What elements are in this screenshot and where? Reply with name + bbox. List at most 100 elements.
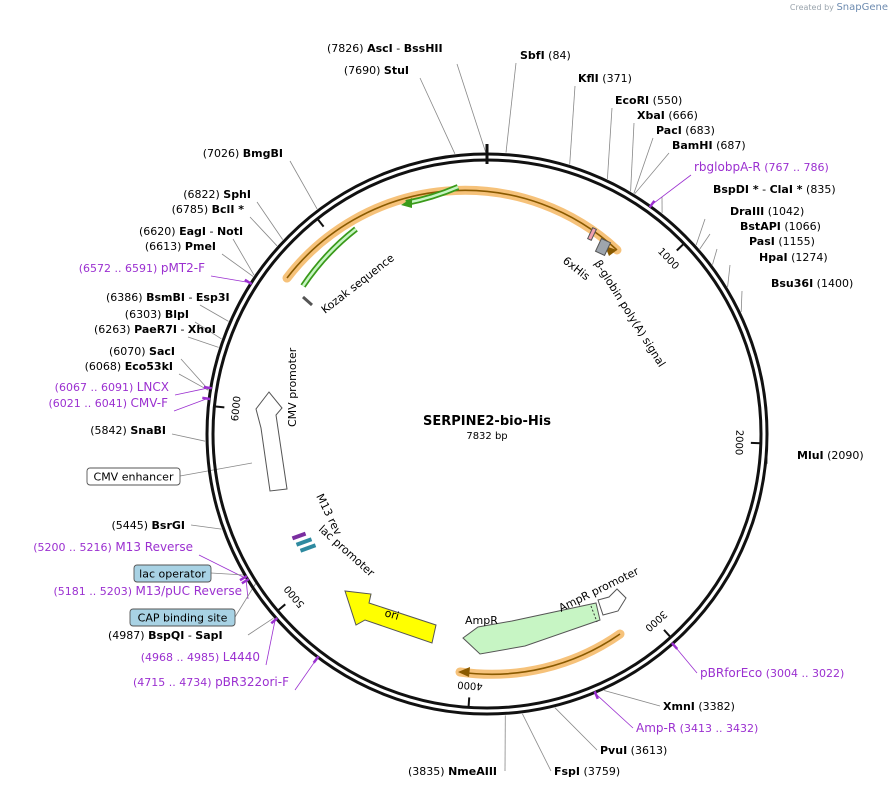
enzyme-position: (7026) xyxy=(203,147,243,160)
feature-box-cap-binding-site: CAP binding site xyxy=(130,609,235,626)
primer-range: (6572 .. 6591) xyxy=(79,262,161,275)
enzyme-site-label: SbfI (84) xyxy=(520,49,571,62)
enzyme-position: (1274) xyxy=(788,251,828,264)
enzyme-name: PmeI xyxy=(185,240,216,253)
leader-line xyxy=(250,217,277,246)
enzyme-separator: - xyxy=(184,629,195,642)
leader-line xyxy=(174,399,207,411)
primer-name: pMT2-F xyxy=(161,261,205,275)
primer-site-mark xyxy=(204,387,212,388)
enzyme-position: (6070) xyxy=(109,345,149,358)
primer-label: (6572 .. 6591) pMT2-F xyxy=(79,261,205,275)
tick-3000 xyxy=(664,630,671,637)
leader-line xyxy=(631,123,634,191)
enzyme-site-label: (6068) Eco53kI xyxy=(85,360,173,373)
enzyme-name-2: NotI xyxy=(217,225,243,238)
primer-label: (6021 .. 6041) CMV-F xyxy=(48,396,168,410)
leader-line xyxy=(713,249,718,265)
leader-line xyxy=(696,219,705,245)
tick-label-4000: 4000 xyxy=(457,679,483,692)
plasmid-center-title: SERPINE2-bio-His 7832 bp xyxy=(423,414,551,442)
enzyme-site-label: DraIII (1042) xyxy=(730,205,804,218)
leader-line xyxy=(741,291,742,312)
enzyme-name: Bsu36I xyxy=(771,277,813,290)
enzyme-position: (5445) xyxy=(111,519,151,532)
enzyme-site-label: (6613) PmeI xyxy=(145,240,216,253)
tick-1000 xyxy=(677,244,684,251)
primer-name: Amp-R xyxy=(636,721,676,735)
primer-name: pBR322ori-F xyxy=(215,675,289,689)
enzyme-position: (1155) xyxy=(775,235,815,248)
leader-line xyxy=(257,202,283,240)
primer-range: (3413 .. 3432) xyxy=(676,722,758,735)
feature-box-lac-operator: lac operator xyxy=(134,565,211,582)
primer-label: (5181 .. 5203) M13/pUC Reverse xyxy=(53,584,242,598)
enzyme-site-label: (6070) SacI xyxy=(109,345,175,358)
lac-promoter-label: lac promoter xyxy=(316,523,377,580)
leader-line xyxy=(522,714,551,771)
primer-range: (3004 .. 3022) xyxy=(762,667,844,680)
credit-prefix: Created by xyxy=(790,3,834,12)
cmv-promoter-label: CMV promoter xyxy=(286,347,299,427)
enzyme-name: SphI xyxy=(223,188,251,201)
primer-range: (6021 .. 6041) xyxy=(48,397,130,410)
primer-label: (4715 .. 4734) pBR322ori-F xyxy=(133,675,289,689)
primer-label: Amp-R (3413 .. 3432) xyxy=(636,721,758,735)
enzyme-site-label: (7690) StuI xyxy=(344,64,409,77)
primer-site-mark xyxy=(202,398,210,399)
enzyme-site-label: BstAPI (1066) xyxy=(740,220,821,233)
enzyme-name-2: ClaI * xyxy=(770,183,803,196)
enzyme-position: (6303) xyxy=(125,308,165,321)
primer-label: (5200 .. 5216) M13 Reverse xyxy=(33,540,193,554)
leader-line xyxy=(728,265,730,287)
kozak-marker xyxy=(303,297,312,305)
primer-name: L4440 xyxy=(223,650,260,664)
enzyme-site-label: MluI (2090) xyxy=(797,449,864,462)
enzyme-name: BspQI xyxy=(148,629,184,642)
enzyme-name: XmnI xyxy=(663,700,695,713)
ampr-cds-arrow xyxy=(463,603,600,654)
primer-label: rbglobpA-R (767 .. 786) xyxy=(694,160,829,174)
enzyme-name: FspI xyxy=(554,765,580,778)
ampr-label: AmpR xyxy=(465,614,498,627)
leader-line xyxy=(635,153,669,194)
enzyme-position: (666) xyxy=(665,109,698,122)
snapgene-credit: Created by SnapGene xyxy=(790,2,888,13)
leader-line xyxy=(200,305,229,321)
leader-line xyxy=(555,708,597,750)
enzyme-name: PaeR7I xyxy=(134,323,177,336)
enzyme-site-label: PasI (1155) xyxy=(749,235,815,248)
six-his-label: 6xHis xyxy=(560,254,592,283)
box-leader-line xyxy=(211,573,244,575)
lac-promoter-marker xyxy=(300,543,316,552)
enzyme-position: (6785) xyxy=(172,203,212,216)
enzyme-name-2: Esp3I xyxy=(196,291,230,304)
feature-box-label: lac operator xyxy=(139,568,206,581)
leader-line xyxy=(700,234,710,249)
enzyme-name: EagI xyxy=(179,225,206,238)
leader-line xyxy=(266,620,275,665)
enzyme-name: PacI xyxy=(656,124,682,137)
enzyme-position: (6822) xyxy=(183,188,223,201)
plasmid-name: SERPINE2-bio-His xyxy=(423,414,551,429)
enzyme-site-label: (4987) BspQI - SapI xyxy=(108,629,223,642)
primer-range: (5200 .. 5216) xyxy=(33,541,115,554)
tick-7000 xyxy=(317,219,323,227)
lac-operator-marker xyxy=(296,537,312,546)
enzyme-separator: - xyxy=(206,225,217,238)
primer-name: pBRforEco xyxy=(700,666,762,680)
feature-box-label: CAP binding site xyxy=(138,612,228,625)
enzyme-site-label: (6822) SphI xyxy=(183,188,251,201)
enzyme-site-label: (6263) PaeR7I - XhoI xyxy=(94,323,216,336)
leader-line xyxy=(420,78,455,154)
enzyme-name: AscI xyxy=(367,42,393,55)
enzyme-name: MluI xyxy=(797,449,824,462)
leader-line xyxy=(570,86,575,164)
primer-label: pBRforEco (3004 .. 3022) xyxy=(700,666,844,680)
primer-range: (6067 .. 6091) xyxy=(55,381,137,394)
enzyme-name: BclI * xyxy=(212,203,245,216)
primer-label: (4968 .. 4985) L4440 xyxy=(141,650,260,664)
enzyme-position: (6263) xyxy=(94,323,134,336)
enzyme-name: HpaI xyxy=(759,251,788,264)
